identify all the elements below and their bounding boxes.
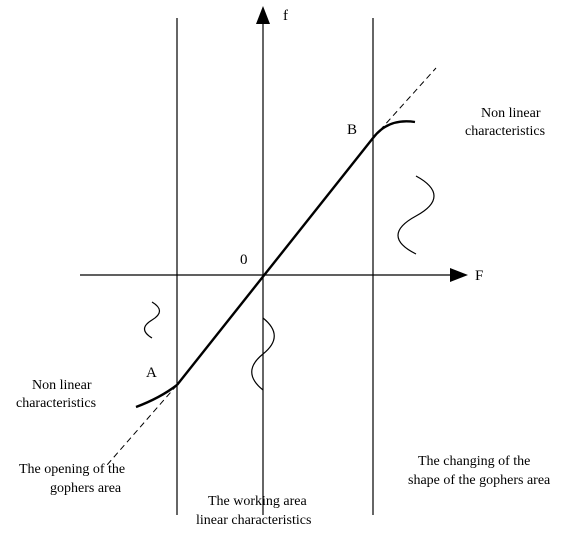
x-axis-arrow	[450, 268, 468, 282]
changing-annotation-line1: The changing of the	[418, 454, 530, 469]
opening-annotation-line1: The opening of the	[19, 462, 125, 477]
nonlinear-curve-lower	[135, 384, 178, 409]
opening-annotation-line2: gophers area	[50, 481, 122, 496]
lower-left-annotation-line1: Non linear	[32, 378, 92, 393]
origin-label: 0	[240, 252, 248, 268]
point-b-label: B	[347, 122, 357, 138]
wave-symbol-left	[143, 301, 161, 339]
upper-right-annotation-line1: Non linear	[481, 106, 541, 121]
dashed-extension-lower	[106, 384, 178, 466]
x-axis-label: F	[475, 268, 483, 284]
dashed-extension-upper	[372, 67, 437, 139]
linear-characteristic	[176, 137, 374, 386]
y-axis-arrow	[256, 6, 270, 24]
wave-symbol-center	[251, 317, 275, 391]
lower-left-annotation-line2: characteristics	[16, 396, 96, 411]
nonlinear-curve-upper	[372, 120, 416, 139]
wave-symbol-right	[397, 175, 435, 255]
point-a-label: A	[146, 365, 157, 381]
working-area-annotation-line1: The working area	[208, 494, 308, 509]
working-area-annotation-line2: linear characteristics	[196, 513, 311, 528]
upper-right-annotation-line2: characteristics	[465, 124, 545, 139]
y-axis-label: f	[283, 8, 288, 24]
changing-annotation-line2: shape of the gophers area	[408, 473, 551, 488]
